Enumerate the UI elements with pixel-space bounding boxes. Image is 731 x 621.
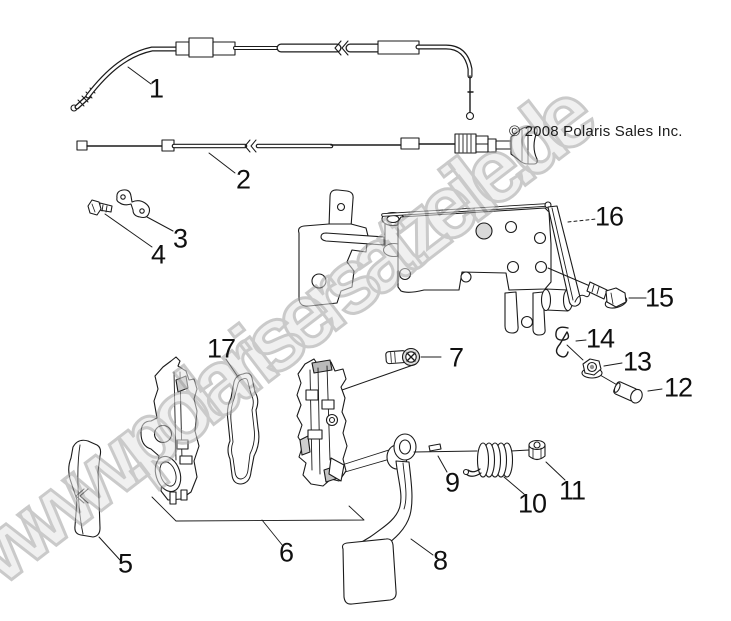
- part-6-group-line: [151, 496, 365, 547]
- part-14-cotter-pin: [555, 326, 620, 387]
- callout-6: 6: [278, 537, 294, 568]
- callout-15: 15: [644, 282, 674, 313]
- part-5-pedal-pad-cover: [68, 439, 121, 561]
- part-16-mounting-bracket: [298, 189, 597, 336]
- throttle-housing-right: [296, 358, 393, 487]
- callout-2: 2: [235, 164, 251, 195]
- part-9-pin: [413, 443, 530, 473]
- callout-16: 16: [594, 201, 624, 232]
- part-15-flange-bolt: [574, 281, 647, 309]
- callout-9: 9: [444, 467, 460, 498]
- callout-13: 13: [622, 346, 652, 377]
- callout-14: 14: [585, 323, 615, 354]
- callout-10: 10: [517, 488, 547, 519]
- copyright-text: © 2008 Polaris Sales Inc.: [509, 123, 683, 140]
- part-17-gasket: [225, 358, 260, 485]
- callout-11: 11: [558, 475, 586, 506]
- callout-12: 12: [663, 372, 693, 403]
- part-4-bolt: [87, 199, 153, 248]
- throttle-housing-left: [140, 356, 200, 505]
- part-3-bracket: [116, 189, 174, 232]
- part-13-flange-nut: [581, 358, 623, 379]
- part-10-spring: [462, 442, 525, 495]
- part-11-nut: [528, 439, 566, 481]
- callout-17: 17: [206, 333, 236, 364]
- part-8-brake-pedal: [341, 433, 434, 605]
- callout-5: 5: [117, 548, 133, 579]
- part-2-choke-cable: [76, 126, 538, 174]
- callout-4: 4: [150, 239, 166, 270]
- part-7-screw: [341, 347, 442, 391]
- callout-1: 1: [148, 73, 164, 104]
- part-1-throttle-cable: [70, 37, 475, 121]
- callout-3: 3: [172, 223, 188, 254]
- part-12-bolt: [613, 381, 663, 404]
- callout-8: 8: [432, 545, 448, 576]
- callout-7: 7: [448, 342, 464, 373]
